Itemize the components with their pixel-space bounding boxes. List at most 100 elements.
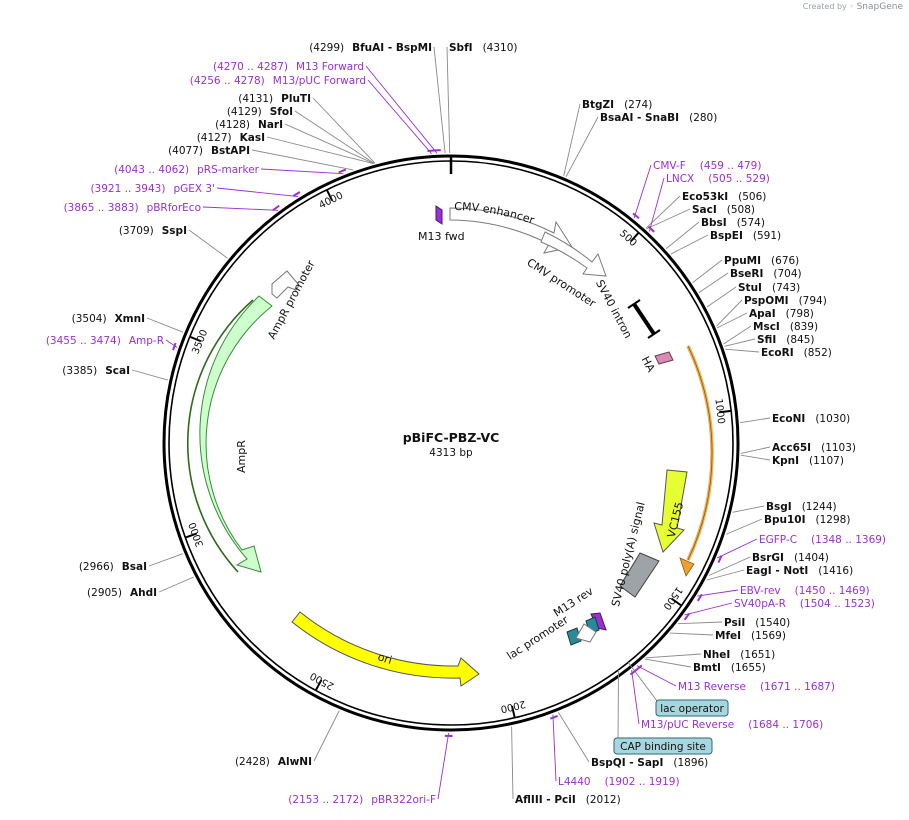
enzyme-site-ppumi: PpuMI(676) <box>724 255 799 267</box>
orf-track-line <box>687 345 713 561</box>
enzyme-site-bfuai: (4299)BfuAI - BspMI <box>309 42 432 54</box>
enzyme-name-acc65i: Acc65I <box>772 442 811 454</box>
enzyme-name-bspei: BspEI <box>710 230 743 242</box>
tick-mark-2000 <box>511 705 516 718</box>
enzyme-leader-bsai <box>148 553 184 567</box>
primer-range-sv40pa: (1504 .. 1523) <box>800 598 875 610</box>
enzyme-pos-afliii: (2012) <box>586 794 621 806</box>
enzyme-name-bmti: BmtI <box>693 662 721 674</box>
tick-label-2000: 2000 <box>499 698 526 714</box>
enzyme-site-nhei: NheI (1651) <box>703 649 775 661</box>
primer-leader-pbrfor <box>202 206 278 211</box>
enzyme-leader-mfei <box>669 632 714 636</box>
primer-bind-mark-m13puc_l <box>427 149 436 152</box>
ori-arrow <box>291 611 480 687</box>
primer-range-ebvrev: (1450 .. 1469) <box>795 585 870 597</box>
primer-name-egfpc: EGFP-C <box>759 534 797 546</box>
enzyme-leader-sspi <box>188 229 228 259</box>
primer-leader-l4440 <box>552 714 557 782</box>
enzyme-name-btgzi: BtgZI <box>582 99 614 111</box>
enzyme-pos-bspei: (591) <box>753 230 781 242</box>
primer-bind-mark-lncx <box>647 225 655 233</box>
enzyme-site-bseri: BseRI(704) <box>730 268 802 280</box>
enzyme-site-bspei: BspEI (591) <box>710 230 781 242</box>
enzyme-name-stui: StuI <box>738 282 762 294</box>
enzyme-name-bseri: BseRI <box>730 268 763 280</box>
enzyme-name-alwni: AlwNI <box>278 756 312 768</box>
plasmid-length: 4313 bp <box>429 447 473 459</box>
leader-lines <box>131 46 771 800</box>
tick-label-3500: 3500 <box>191 328 211 356</box>
enzyme-leader-scai <box>131 369 169 381</box>
enzyme-leader-bsgi <box>732 505 765 513</box>
enzyme-name-plutl: PluTI <box>281 93 311 105</box>
primer-marks <box>172 149 723 737</box>
primer-range-m13rev: (1671 .. 1687) <box>760 681 835 693</box>
enzyme-leader-bstapi <box>251 149 354 171</box>
primer-name-m13rev: M13 Reverse <box>678 681 746 693</box>
primer-bind-mark-ampr_p <box>172 342 177 351</box>
enzyme-name-msci: MscI <box>753 321 780 333</box>
enzyme-site-bpu10i: Bpu10I(1298) <box>764 514 850 526</box>
enzyme-pos-bsgi: (1244) <box>802 501 837 513</box>
enzyme-leader-afliii <box>511 726 514 800</box>
enzyme-pos-eagi: (1416) <box>818 565 853 577</box>
enzyme-site-mfei: MfeI(1569) <box>715 630 786 642</box>
enzyme-site-sspi: (3709)SspI <box>119 225 187 237</box>
enzyme-site-saci: SacI(508) <box>692 204 755 216</box>
enzyme-leader-psii <box>677 621 723 625</box>
enzyme-name-kpni: KpnI <box>772 455 799 467</box>
primer-bind-mark-l4440 <box>550 715 558 720</box>
enzyme-pos-psii: (1540) <box>755 617 790 629</box>
tick-mark-3000 <box>184 532 197 539</box>
enzyme-site-stui: StuI (743) <box>738 282 800 294</box>
primer-leader-egfpc <box>717 538 758 559</box>
enzyme-site-sfoi: (4129)SfoI <box>227 106 293 118</box>
primer-leader-m13fwd_l <box>365 65 438 154</box>
primer-name-pbr322ori: pBR322ori-F <box>371 794 436 806</box>
enzyme-leader-bpu10i <box>726 518 763 535</box>
credit-prefix: Created by <box>802 2 847 11</box>
enzyme-site-acc65i: Acc65I(1103) <box>772 442 856 454</box>
primer-range-m13fwd_l: (4270 .. 4287) <box>213 61 288 73</box>
enzyme-pos-kpni: (1107) <box>809 455 844 467</box>
enzyme-name-bfuai: BfuAI <box>352 42 384 54</box>
enzyme-site-apai: ApaI(798) <box>749 308 814 320</box>
primer-range-egfpc: (1348 .. 1369) <box>811 534 886 546</box>
enzyme-site-pspomi: PspOMI(794) <box>744 295 827 307</box>
cmv-promoter-arrow <box>540 231 607 277</box>
enzyme-pos-econi: (1030) <box>815 413 850 425</box>
enzyme-leader-stui <box>706 286 737 308</box>
tick-mark-4000 <box>325 189 334 202</box>
enzyme-pos-bsrgi: (1404) <box>794 552 829 564</box>
enzyme-leader-bspqi <box>558 712 590 763</box>
m13-fwd-label: M13 fwd <box>418 230 465 243</box>
primer-bind-mark-m13pucrev <box>629 669 638 676</box>
orf-track-arrowhead <box>679 557 695 577</box>
plasmid-name: pBiFC-PBZ-VC <box>403 430 500 445</box>
tick-mark-500 <box>629 231 640 243</box>
enzyme-site-bstapi: (4077)BstAPI <box>168 145 250 157</box>
sv40-polya-block <box>619 552 660 598</box>
primer-prs: (4043 .. 4062)pRS-marker <box>114 164 260 176</box>
enzyme-site-bspqi: BspQI - SapI(1896) <box>591 757 708 769</box>
lac-promoter-arrow <box>575 623 597 643</box>
enzyme-name2-bsaai: SnaBI <box>645 112 679 124</box>
lac-operator-box: lac operator <box>655 699 729 717</box>
enzyme-site-psii: PsiI(1540) <box>724 617 790 629</box>
enzyme-name2-afliii: PciI <box>554 794 575 806</box>
primer-ampr_p: (3455 .. 3474)Amp-R <box>46 335 164 347</box>
enzyme-name-xmni: XmnI <box>115 313 145 325</box>
enzyme-pos-nhei: (1651) <box>740 649 775 661</box>
primer-pbrfor: (3865 .. 3883)pBRforEco <box>64 202 201 214</box>
enzyme-name-nhei: NheI <box>703 649 730 661</box>
enzyme-name-bsrgi: BsrGI <box>752 552 784 564</box>
enzyme-pos-stui: (743) <box>772 282 800 294</box>
boxed-leader-lacop <box>627 662 661 706</box>
enzyme-pos-ecori: (852) <box>804 347 832 359</box>
enzyme-leader-kpni <box>740 454 771 461</box>
enzyme-pos-btgzi: (274) <box>624 99 652 111</box>
cap-binding-box: CAP binding site <box>613 737 713 755</box>
primer-name-ebvrev: EBV-rev <box>740 585 781 597</box>
primer-range-m13pucrev: (1684 .. 1706) <box>748 719 823 731</box>
